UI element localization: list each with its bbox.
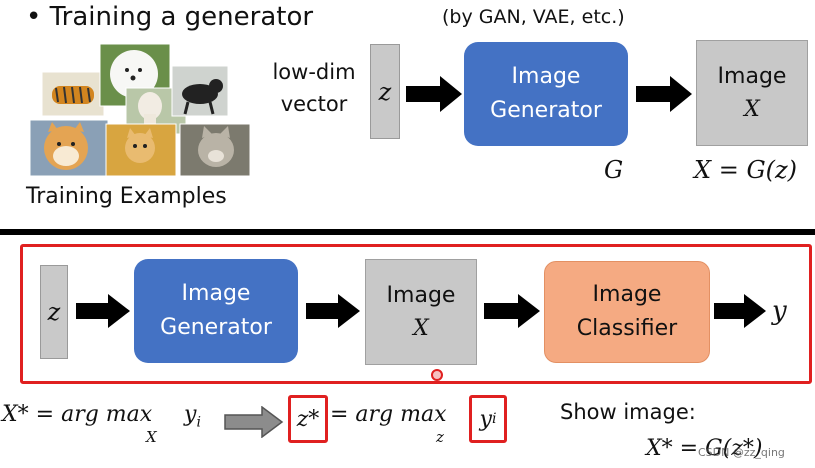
arrow-bottom-4 bbox=[714, 294, 766, 328]
arrow-top-2 bbox=[636, 76, 692, 112]
watermark: CSDN @zz_qing bbox=[698, 446, 785, 459]
training-examples-collage bbox=[29, 43, 252, 177]
generator-line1-bottom: Image bbox=[181, 281, 251, 306]
show-image-equation: X* = G(z*) bbox=[646, 436, 763, 461]
g-label: G bbox=[604, 156, 624, 184]
z-star: z* bbox=[296, 406, 320, 432]
generator-line1-top: Image bbox=[511, 64, 581, 89]
z-label-bottom: z bbox=[47, 298, 61, 326]
equation-1: X* = arg max bbox=[2, 402, 152, 427]
eq1-y-letter: y bbox=[184, 402, 197, 427]
training-examples-label: Training Examples bbox=[26, 184, 227, 209]
eq2-y-letter: y bbox=[479, 406, 492, 432]
generator-line2-bottom: Generator bbox=[160, 315, 272, 340]
image-line1-top: Image bbox=[717, 64, 787, 89]
show-image-label: Show image: bbox=[560, 400, 696, 424]
arrow-bottom-2 bbox=[306, 294, 360, 328]
z-vector-box-bottom: z bbox=[40, 265, 68, 359]
eq1-y: yi bbox=[184, 402, 201, 430]
dog-photo bbox=[171, 65, 229, 117]
image-line1-bottom: Image bbox=[386, 283, 456, 308]
grey-arrow-icon bbox=[224, 406, 284, 438]
image-x-box-top: Image X bbox=[696, 40, 808, 146]
cat-photo bbox=[105, 123, 177, 177]
arrow-top-1 bbox=[406, 76, 462, 112]
eq2-middle: = arg max bbox=[330, 402, 447, 427]
photo-collage-svg bbox=[29, 43, 251, 177]
image-x-box-bottom: Image X bbox=[365, 259, 477, 365]
x-equals-g-z-label: X = G(z) bbox=[694, 156, 797, 184]
eq2-i-subscript: i bbox=[491, 411, 497, 427]
eq1-i-subscript: i bbox=[196, 414, 201, 431]
arrow-bottom-1 bbox=[76, 294, 130, 328]
pipeline-highlight-frame bbox=[20, 244, 812, 384]
classifier-line2: Classifier bbox=[576, 316, 678, 341]
subtitle: (by GAN, VAE, etc.) bbox=[442, 6, 625, 28]
classifier-line1: Image bbox=[592, 282, 662, 307]
z-star-highlight: z* bbox=[288, 395, 328, 443]
image-generator-box-top: Image Generator bbox=[464, 42, 628, 146]
z-vector-box-top: z bbox=[370, 44, 400, 139]
y-output-label: y bbox=[772, 296, 787, 326]
image-classifier-box: Image Classifier bbox=[544, 261, 710, 363]
wolf-photo bbox=[179, 123, 251, 177]
lowdim-line1: low-dim bbox=[272, 60, 356, 84]
eq1-lhs: X* = arg max bbox=[2, 402, 153, 427]
cursor-dot-icon bbox=[431, 369, 443, 381]
image-line2-bottom: X bbox=[413, 316, 429, 341]
tiger-photo bbox=[41, 71, 105, 117]
generator-line2-top: Generator bbox=[490, 98, 602, 123]
image-generator-box-bottom: Image Generator bbox=[134, 259, 298, 363]
slide-title: • Training a generator bbox=[26, 2, 314, 32]
low-dim-vector-label: low-dim vector bbox=[262, 56, 366, 120]
section-divider bbox=[0, 229, 815, 235]
shiba-photo bbox=[29, 119, 109, 177]
image-line2-top: X bbox=[744, 97, 760, 122]
lowdim-line2: vector bbox=[280, 92, 348, 116]
arrow-bottom-3 bbox=[484, 294, 540, 328]
eq2-subscript: z bbox=[436, 428, 444, 446]
z-label-top: z bbox=[378, 77, 392, 106]
eq1-subscript: X bbox=[146, 428, 157, 446]
